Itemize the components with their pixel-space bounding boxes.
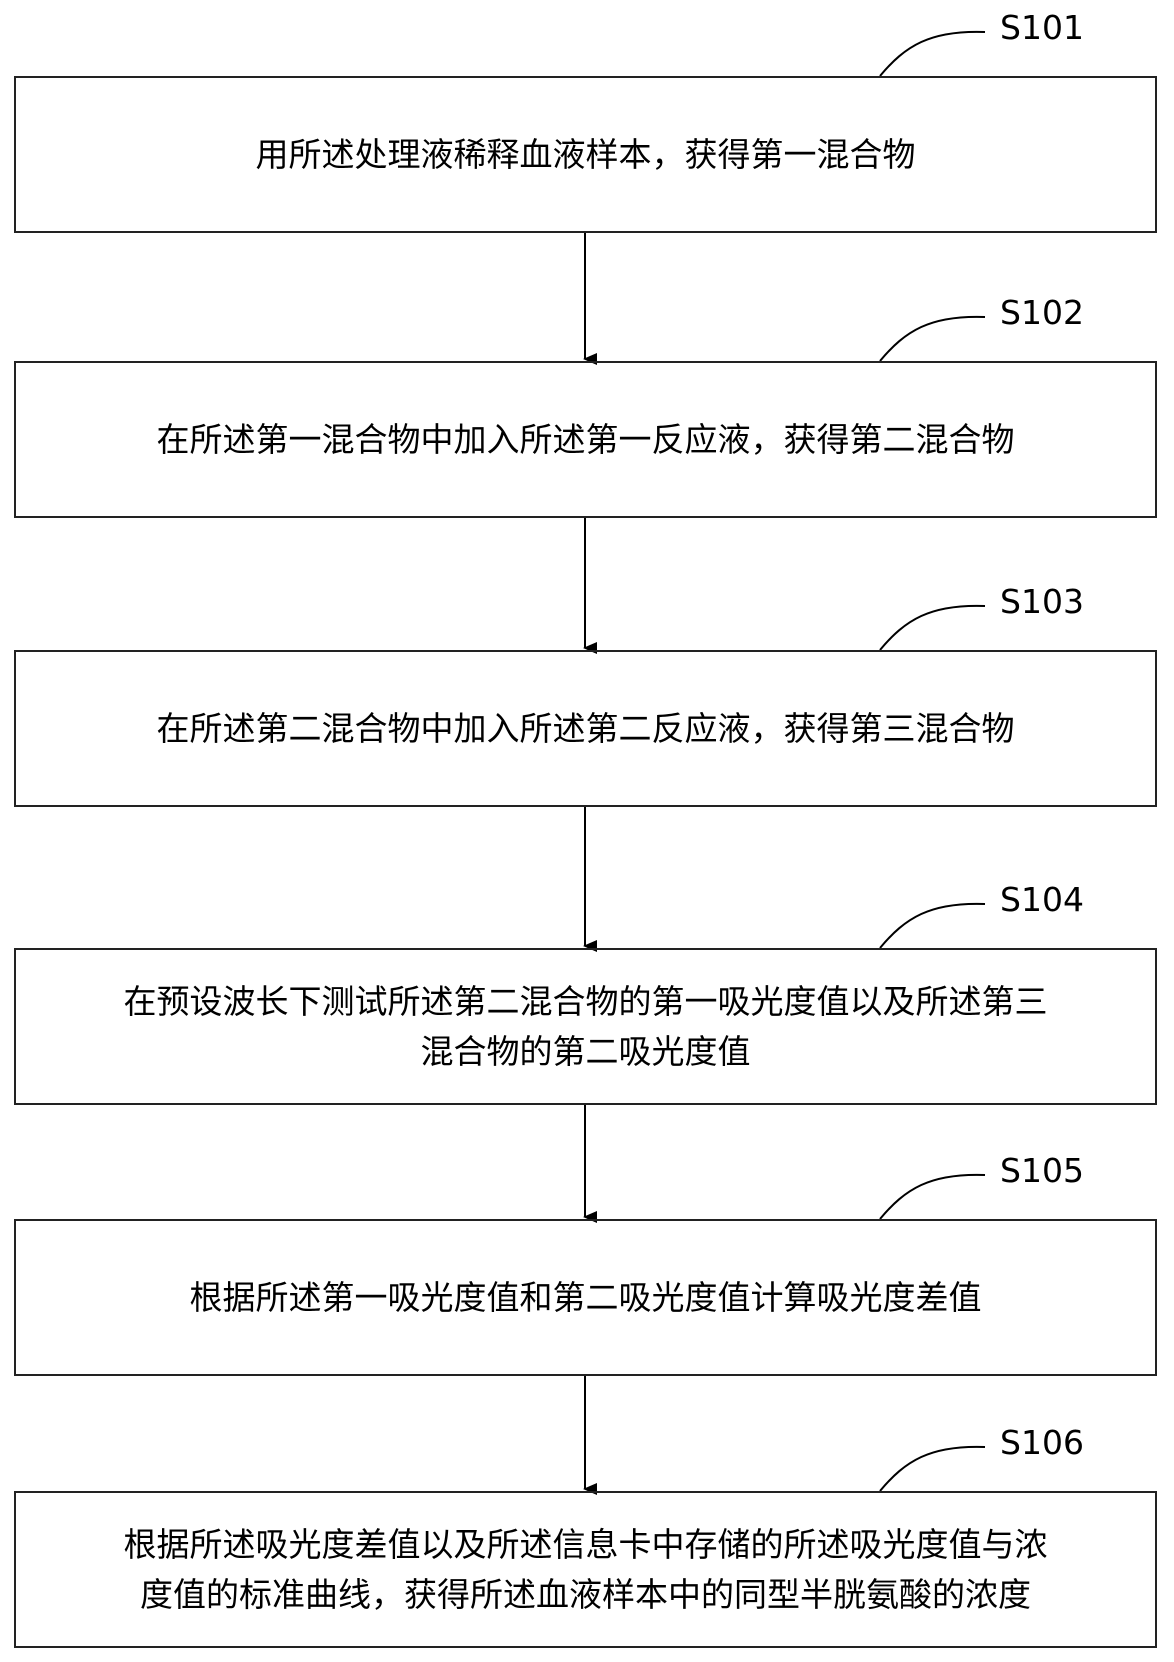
step-box-s103: 在所述第二混合物中加入所述第二反应液，获得第三混合物 [14, 650, 1157, 807]
step-text: 用所述处理液稀释血液样本，获得第一混合物 [255, 134, 916, 174]
step-box-s102: 在所述第一混合物中加入所述第一反应液，获得第二混合物 [14, 361, 1157, 518]
step-box-s104: 在预设波长下测试所述第二混合物的第一吸光度值以及所述第三 混合物的第二吸光度值 [14, 948, 1157, 1105]
step-text: 根据所述第一吸光度值和第二吸光度值计算吸光度差值 [189, 1277, 982, 1317]
step-text: 在所述第二混合物中加入所述第二反应液，获得第三混合物 [156, 708, 1015, 748]
step-label-s103: S103 [1000, 582, 1084, 621]
step-label-s102: S102 [1000, 293, 1084, 332]
leader-s106 [879, 1445, 986, 1492]
step-text-line1: 根据所述吸光度差值以及所述信息卡中存储的所述吸光度值与浓 [123, 1524, 1048, 1564]
step-text-line2: 度值的标准曲线，获得所述血液样本中的同型半胱氨酸的浓度 [140, 1574, 1031, 1614]
step-text-line2: 混合物的第二吸光度值 [420, 1031, 751, 1071]
step-box-s105: 根据所述第一吸光度值和第二吸光度值计算吸光度差值 [14, 1219, 1157, 1376]
leader-s105 [879, 1173, 986, 1220]
leader-s103 [879, 604, 986, 651]
step-label-s101: S101 [1000, 8, 1084, 47]
leader-s101 [879, 30, 986, 77]
step-label-s105: S105 [1000, 1151, 1084, 1190]
step-label-s104: S104 [1000, 880, 1084, 919]
step-box-s106: 根据所述吸光度差值以及所述信息卡中存储的所述吸光度值与浓 度值的标准曲线，获得所… [14, 1491, 1157, 1648]
leader-s104 [879, 902, 986, 949]
leader-s102 [879, 315, 986, 362]
step-box-s101: 用所述处理液稀释血液样本，获得第一混合物 [14, 76, 1157, 233]
step-text-line1: 在预设波长下测试所述第二混合物的第一吸光度值以及所述第三 [123, 981, 1048, 1021]
step-label-s106: S106 [1000, 1423, 1084, 1462]
step-text: 在所述第一混合物中加入所述第一反应液，获得第二混合物 [156, 419, 1015, 459]
